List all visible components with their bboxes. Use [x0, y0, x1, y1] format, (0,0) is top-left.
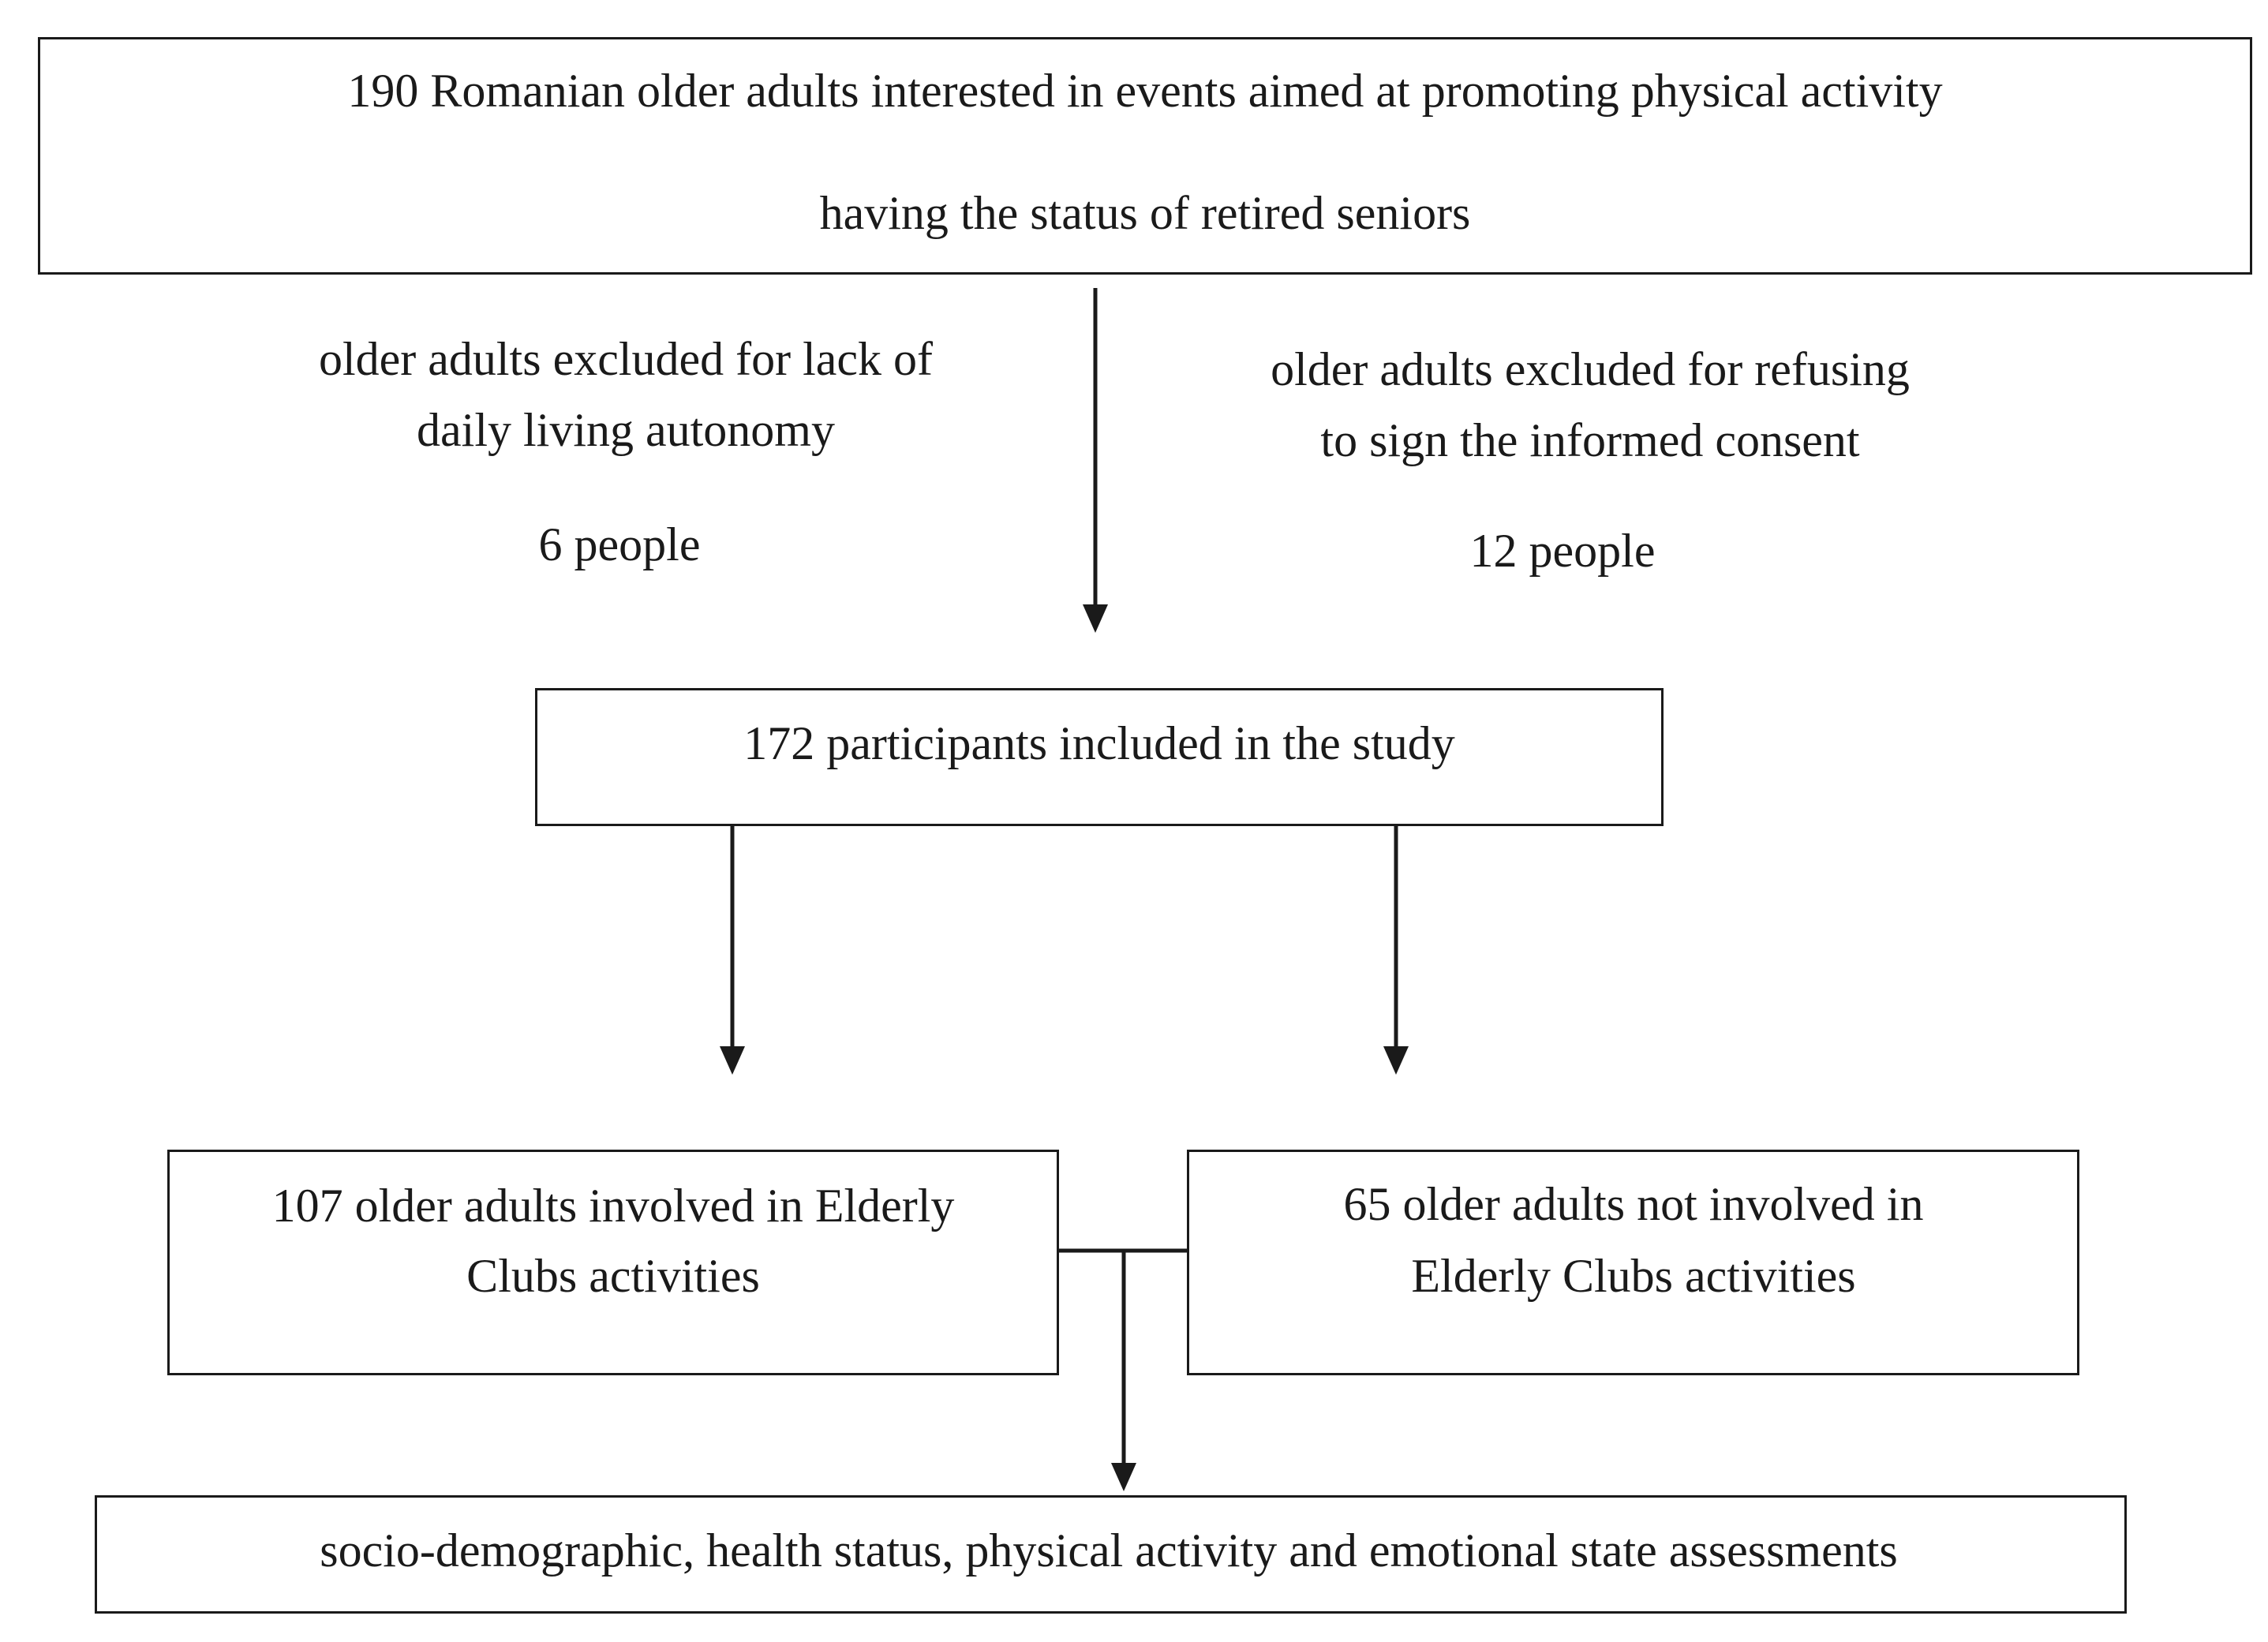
top-box-line2: having the status of retired seniors: [819, 187, 1471, 239]
top-box: [38, 37, 2252, 275]
arrowhead-right-group: [1383, 1046, 1409, 1075]
group-left-box: [167, 1150, 1059, 1375]
arrowhead-top: [1083, 604, 1108, 633]
assessment-box-text: socio-demographic, health status, physic…: [320, 1524, 1898, 1577]
arrowhead-left-group: [720, 1046, 745, 1075]
arrowhead-assessment: [1111, 1463, 1136, 1491]
included-box: [535, 688, 1664, 826]
assessment-box: [95, 1495, 2127, 1614]
exclusion-left-count: 6 people: [538, 518, 701, 570]
group-left-line1: 107 older adults involved in Elderly: [271, 1180, 955, 1232]
group-right-line1: 65 older adults not involved in: [1343, 1178, 1924, 1230]
included-box-text: 172 participants included in the study: [743, 717, 1455, 769]
exclusion-left-line1: older adults excluded for lack of: [318, 333, 934, 385]
group-right-line2: Elderly Clubs activities: [1411, 1250, 1856, 1302]
group-left-line2: Clubs activities: [466, 1250, 760, 1302]
group-right-box: [1187, 1150, 2079, 1375]
top-box-line1: 190 Romanian older adults interested in …: [347, 65, 1943, 117]
exclusion-right-count: 12 people: [1469, 525, 1656, 577]
exclusion-right-line1: older adults excluded for refusing: [1271, 343, 1910, 395]
exclusion-right-line2: to sign the informed consent: [1320, 414, 1860, 466]
exclusion-left-line2: daily living autonomy: [417, 404, 835, 456]
